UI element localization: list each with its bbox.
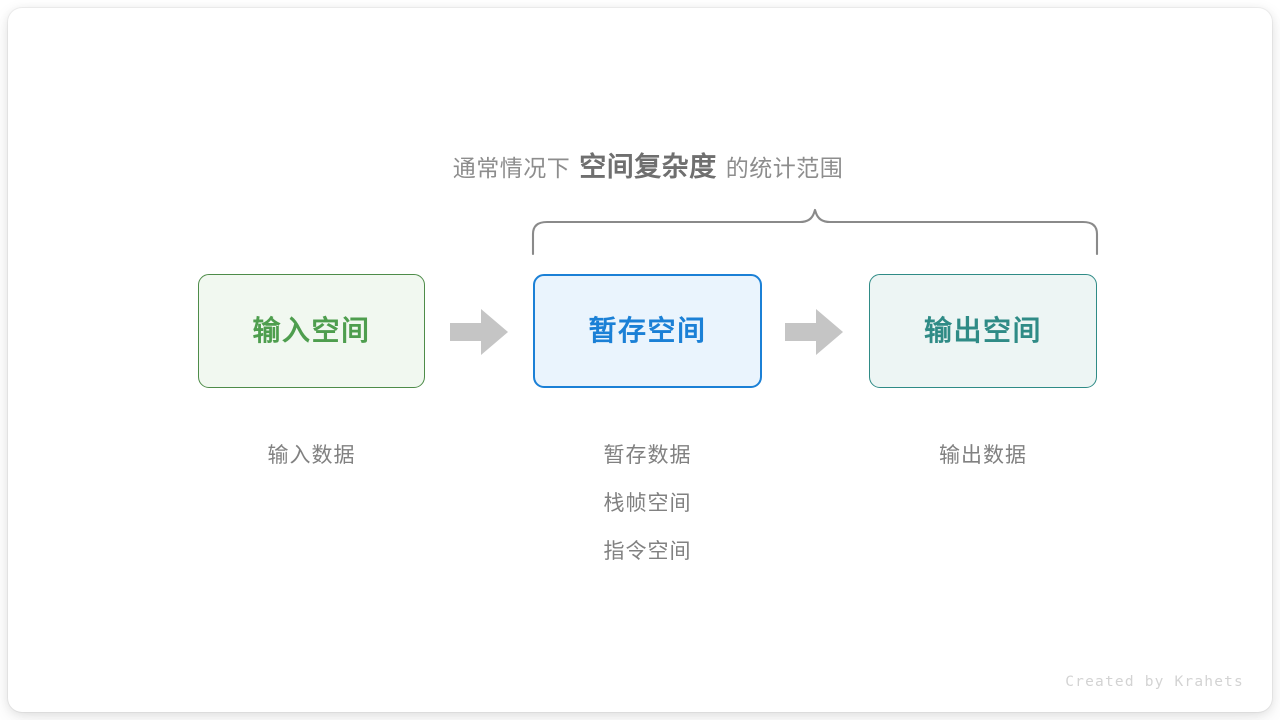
diagram-card: 通常情况下空间复杂度的统计范围 输入空间 暂存空间 输出空间 输入数据 暂存数据…	[8, 8, 1272, 712]
caption-output-column: 输出数据	[869, 432, 1097, 480]
statistical-scope-brace-icon	[531, 208, 1099, 256]
arrow-right-icon	[450, 309, 508, 355]
title-emphasis: 空间复杂度	[579, 152, 717, 182]
diagram-title: 通常情况下空间复杂度的统计范围	[8, 154, 1272, 181]
arrow-right-icon	[785, 309, 843, 355]
caption-line: 输入数据	[267, 444, 356, 467]
title-suffix: 的统计范围	[725, 155, 844, 181]
caption-line: 栈帧空间	[603, 492, 692, 515]
watermark-credit: Created by Krahets	[1065, 674, 1244, 690]
caption-line: 指令空间	[603, 540, 692, 563]
box-output-space-label: 输出空间	[923, 315, 1042, 346]
caption-input-column: 输入数据	[198, 432, 425, 480]
caption-line: 输出数据	[939, 444, 1027, 467]
caption-temp-column: 暂存数据 栈帧空间 指令空间	[533, 432, 762, 576]
box-temp-space[interactable]: 暂存空间	[533, 274, 762, 388]
box-input-space-label: 输入空间	[252, 315, 371, 346]
box-temp-space-label: 暂存空间	[588, 315, 707, 346]
title-prefix: 通常情况下	[452, 155, 571, 181]
caption-line: 暂存数据	[603, 444, 692, 467]
box-output-space[interactable]: 输出空间	[869, 274, 1097, 388]
box-input-space[interactable]: 输入空间	[198, 274, 425, 388]
